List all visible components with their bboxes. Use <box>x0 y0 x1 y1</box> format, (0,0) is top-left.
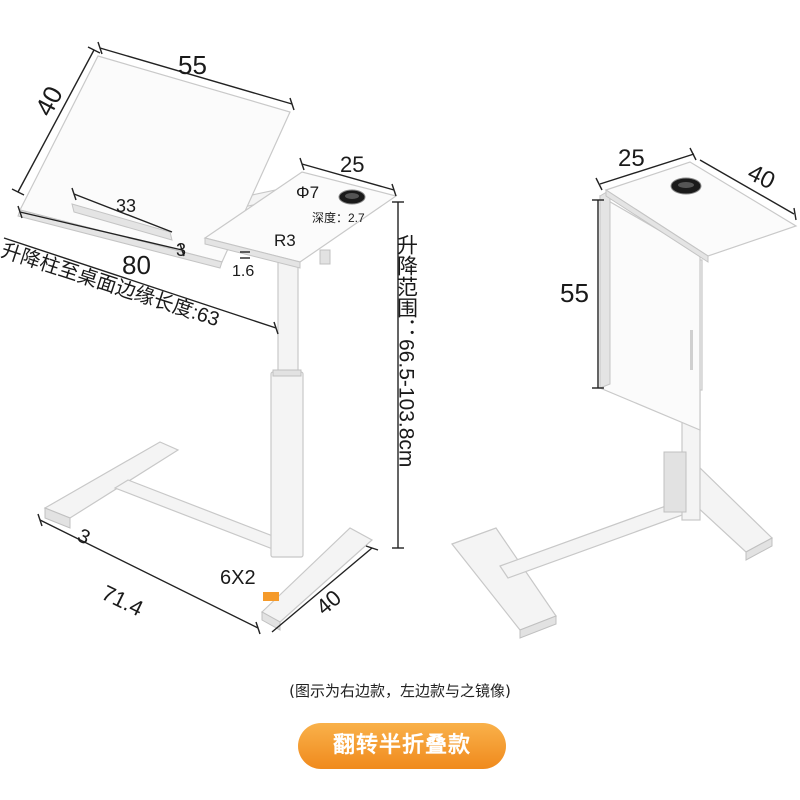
left-base <box>43 441 374 631</box>
right-side-depth-label: 40 <box>743 159 779 195</box>
left-table-figure: 55 40 33 3 80 升降柱至桌面边缘长度:63 25 Φ7 深度：2.7… <box>0 41 419 635</box>
book-ledge-height-label: 3 <box>176 240 186 260</box>
right-side-width-label: 25 <box>618 145 645 172</box>
corner-radius-label: R3 <box>274 231 296 250</box>
top-depth-label: 40 <box>29 81 69 121</box>
left-dimension-lines <box>3 41 404 635</box>
folding-style-badge: 翻转半折叠款 <box>298 723 506 769</box>
right-side-table <box>604 161 798 263</box>
book-ledge-width-label: 33 <box>116 196 136 216</box>
base-length-label: 71.4 <box>98 580 147 621</box>
right-dimension-lines <box>592 147 797 389</box>
foot-pad <box>263 592 279 601</box>
caption-note: (图示为右边款，左边款与之镜像) <box>289 682 511 700</box>
top-width-label: 55 <box>178 50 207 80</box>
right-table-figure: 25 40 55 <box>451 145 798 639</box>
caster-spec-label: 6X2 <box>220 567 256 589</box>
right-folded-height-label: 55 <box>560 278 589 308</box>
side-thickness-label: 1.6 <box>232 263 254 280</box>
total-length-label: 80 <box>122 250 151 280</box>
cup-depth-label: 深度：2.7 <box>312 210 365 225</box>
side-width-label: 25 <box>340 152 364 177</box>
cup-hole-label: Φ7 <box>296 183 319 202</box>
right-base <box>451 467 774 639</box>
left-main-desktop <box>17 55 291 269</box>
right-folded-panel <box>599 189 701 431</box>
height-range-label: 升降范围：66.5-103.8cm <box>395 234 419 467</box>
